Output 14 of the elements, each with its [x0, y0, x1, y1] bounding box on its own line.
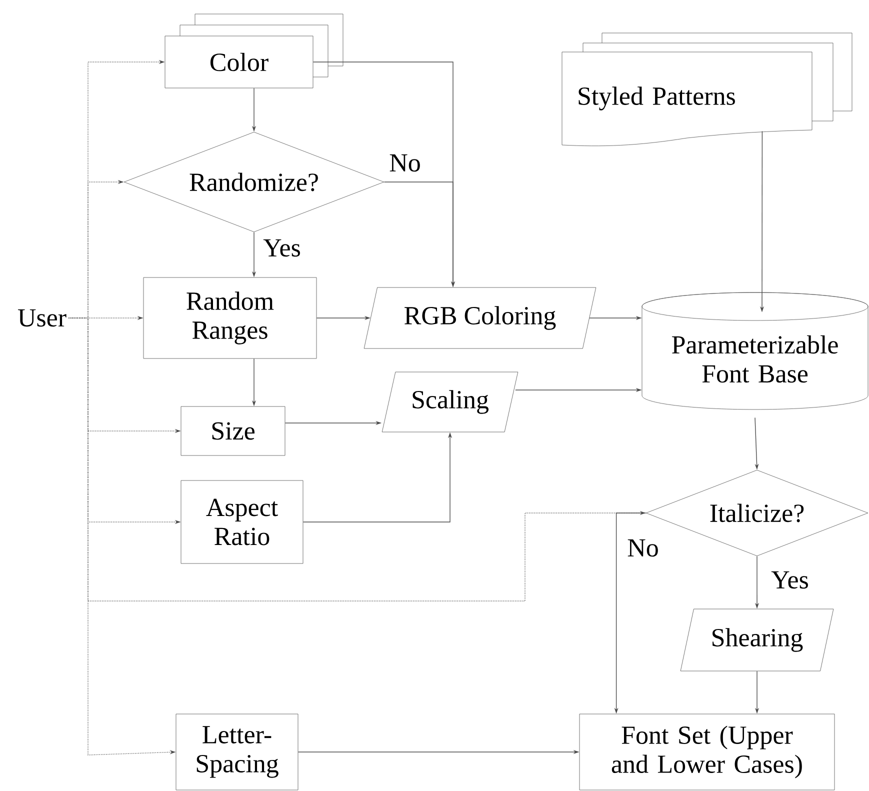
process-box: Letter-Spacing: [176, 714, 298, 790]
process-box: Size: [180, 406, 286, 456]
edge-label: No: [388, 153, 422, 173]
process-box: Random Ranges: [143, 277, 317, 359]
data-parallelogram: Shearing: [680, 608, 834, 672]
process-box: Font Set (Upper and Lower Cases): [579, 714, 835, 790]
multi-document-box: Color: [164, 14, 344, 88]
edge-label: Yes: [262, 238, 302, 258]
data-parallelogram: Scaling: [382, 372, 518, 432]
user-label: User: [18, 309, 66, 327]
edge-label: Yes: [770, 570, 810, 590]
database-cylinder: Parameterizable Font Base: [642, 292, 868, 410]
process-box: Aspect Ratio: [180, 480, 304, 564]
data-parallelogram: RGB Coloring: [364, 287, 596, 349]
